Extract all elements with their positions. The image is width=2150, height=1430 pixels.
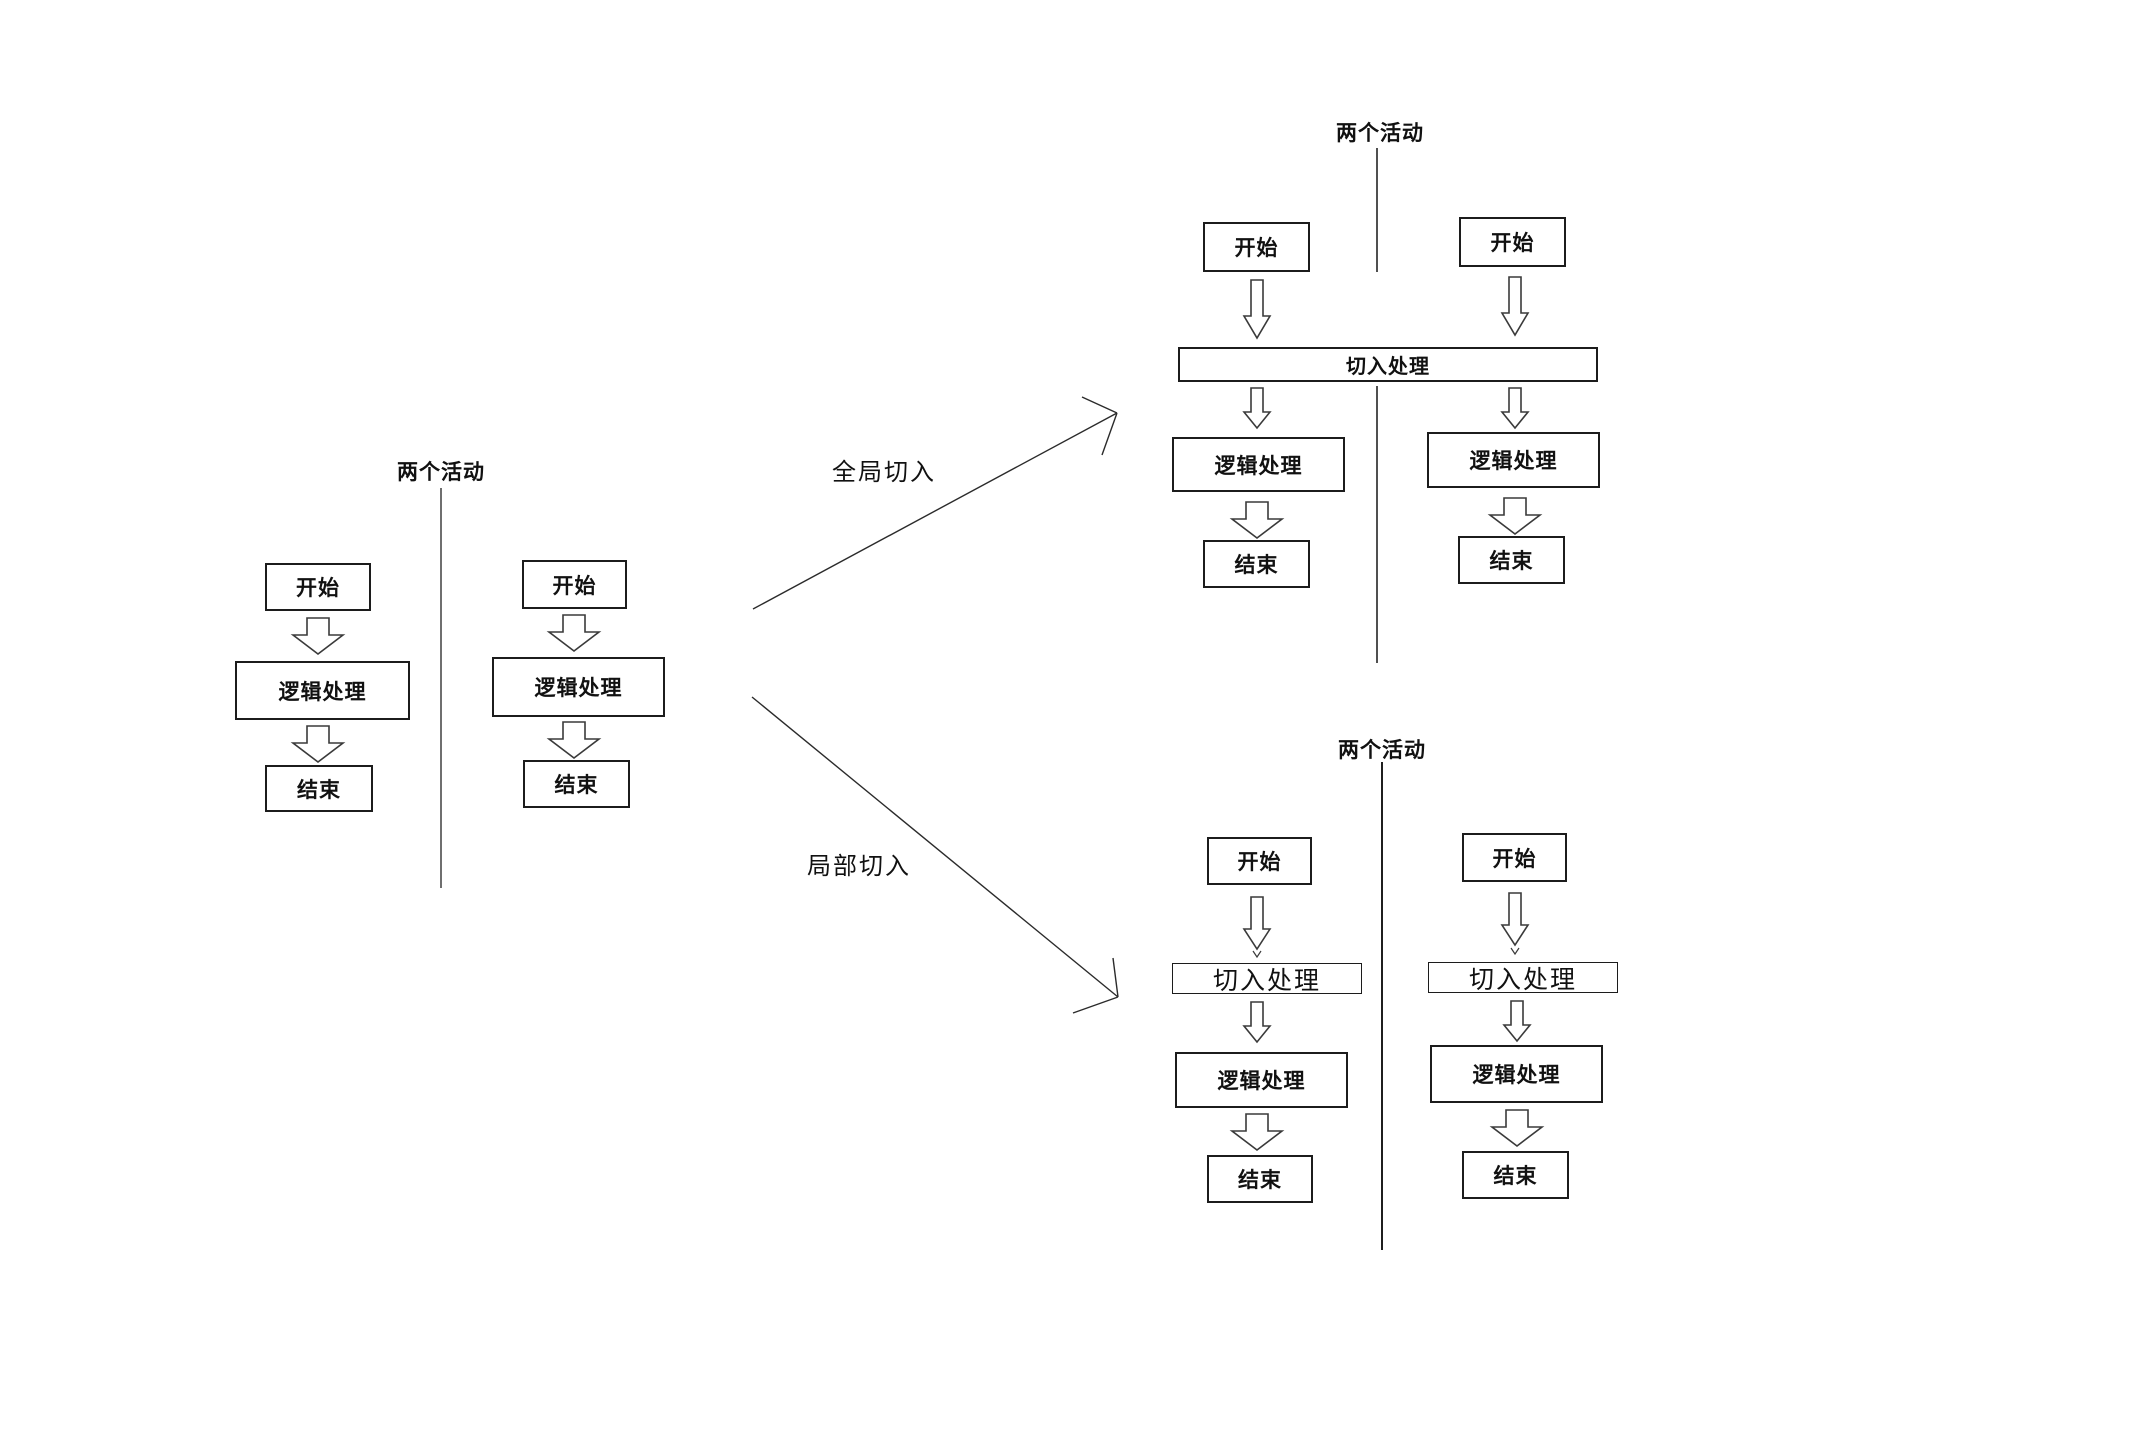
down-block-arrow-icon: [1500, 276, 1530, 337]
global-left-logic-box: 逻辑处理: [1172, 437, 1345, 492]
local-right-start-box: 开始: [1462, 833, 1567, 882]
initial-left-logic-box: 逻辑处理: [235, 661, 410, 720]
initial-right-end-box: 结束: [523, 760, 630, 808]
local-diagram-title: 两个活动: [1338, 739, 1426, 762]
local-cut-label: 局部切入: [807, 853, 911, 880]
local-right-end-box: 结束: [1462, 1151, 1569, 1199]
global-right-end-box: 结束: [1458, 536, 1565, 584]
down-block-arrow-icon: [1500, 892, 1530, 947]
initial-left-start-box: 开始: [265, 563, 371, 611]
initial-diagram-title: 两个活动: [397, 461, 485, 484]
initial-right-logic-box: 逻辑处理: [492, 657, 665, 717]
down-block-arrow-icon: [546, 721, 602, 760]
local-left-start-box: 开始: [1207, 837, 1312, 885]
down-block-arrow-icon: [1242, 896, 1272, 951]
down-block-arrow-icon: [1242, 387, 1272, 430]
global-cut-label: 全局切入: [832, 459, 936, 486]
down-block-arrow-icon: [1242, 1001, 1272, 1044]
global-left-start-box: 开始: [1203, 222, 1310, 272]
down-block-arrow-icon: [1489, 1109, 1545, 1148]
local-left-end-box: 结束: [1207, 1155, 1313, 1203]
global-cut-transition-arrow-icon: [752, 396, 1118, 610]
local-left-cut-box: 切入处理: [1172, 963, 1362, 995]
down-block-arrow-icon: [290, 617, 346, 656]
local-left-logic-box: 逻辑处理: [1175, 1052, 1348, 1108]
global-left-end-box: 结束: [1203, 540, 1310, 588]
down-block-arrow-icon: [1229, 1113, 1285, 1152]
down-block-arrow-icon: [1487, 497, 1543, 536]
local-right-logic-box: 逻辑处理: [1430, 1045, 1603, 1103]
small-arrowhead-icon: [1510, 947, 1520, 956]
global-diagram-title: 两个活动: [1336, 122, 1424, 145]
down-block-arrow-icon: [1242, 279, 1272, 340]
initial-left-end-box: 结束: [265, 765, 373, 812]
initial-right-start-box: 开始: [522, 560, 627, 609]
local-right-cut-box: 切入处理: [1428, 962, 1618, 994]
down-block-arrow-icon: [1229, 501, 1285, 540]
small-arrowhead-icon: [1252, 950, 1262, 959]
global-right-start-box: 开始: [1459, 217, 1566, 267]
down-block-arrow-icon: [1500, 387, 1530, 430]
down-block-arrow-icon: [546, 614, 602, 653]
down-block-arrow-icon: [1502, 1000, 1532, 1043]
global-shared-cut-box: 切入处理: [1178, 347, 1598, 382]
global-right-logic-box: 逻辑处理: [1427, 432, 1600, 488]
down-block-arrow-icon: [290, 725, 346, 764]
